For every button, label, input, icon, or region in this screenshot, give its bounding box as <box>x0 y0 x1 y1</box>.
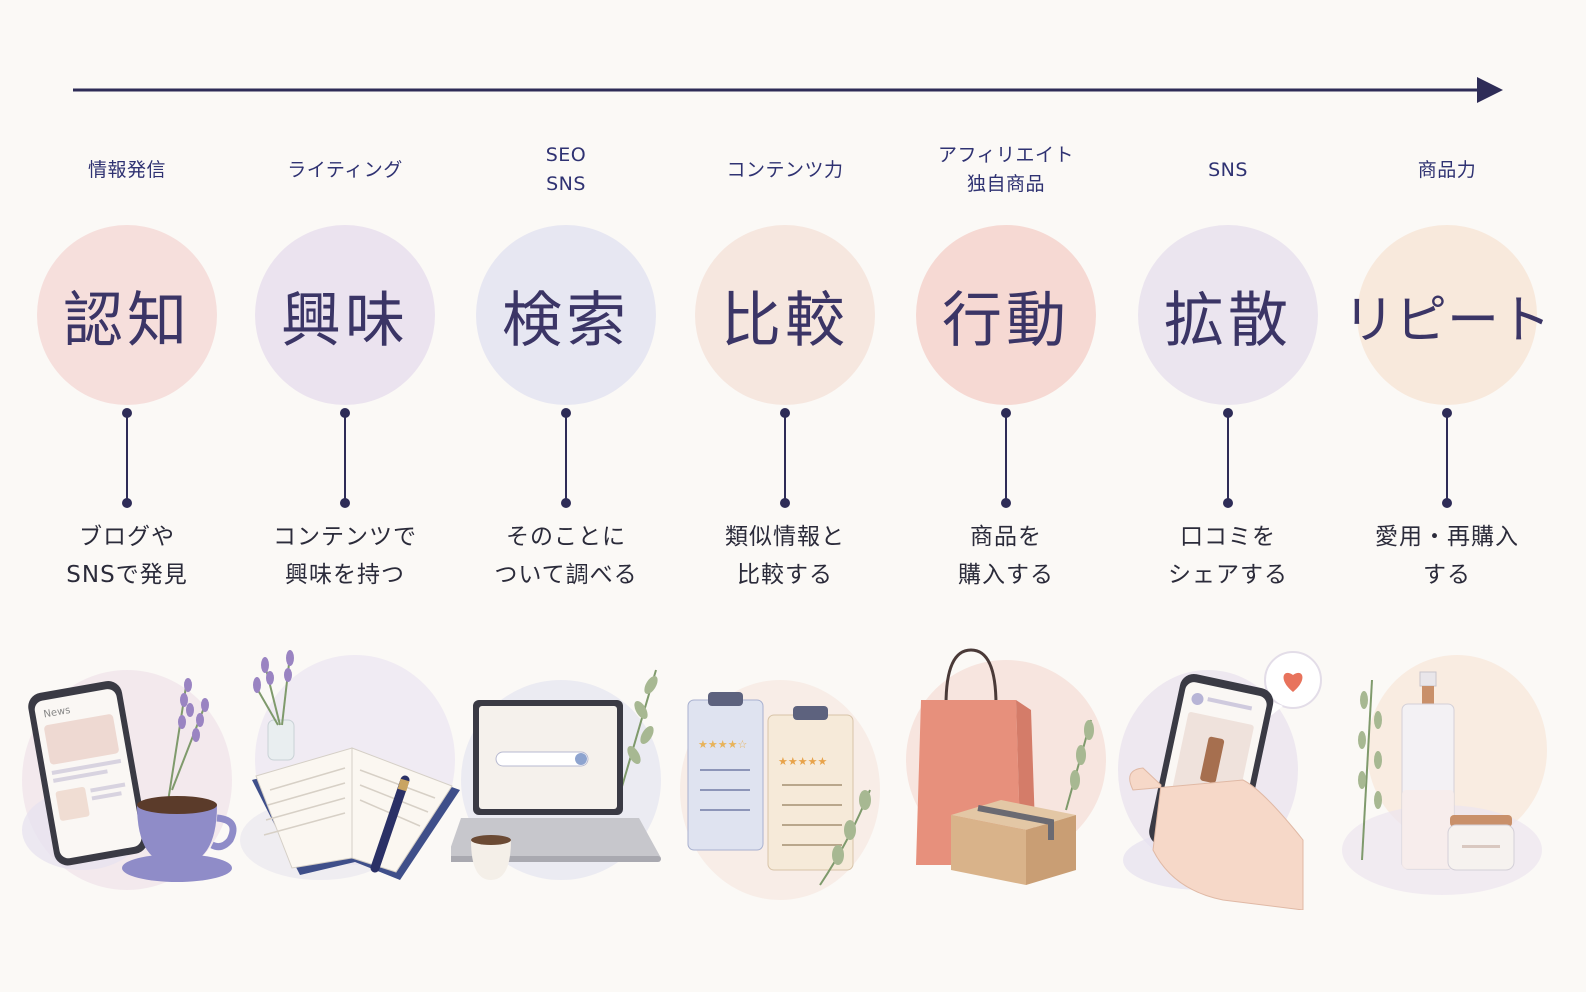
stage-connector <box>779 408 791 508</box>
funnel-stage: ライティング興味コンテンツで興味を持つ <box>240 0 460 992</box>
stage-connector <box>1441 408 1453 508</box>
stage-label: リピート <box>1343 290 1552 351</box>
funnel-stage: 情報発信認知ブログや SNSで発見 News <box>22 0 237 992</box>
stage-skill: ライティング <box>240 140 450 200</box>
stage-skill-line: 情報発信 <box>87 158 166 181</box>
stage-description-line: コンテンツで <box>273 524 417 550</box>
stage-description-line: 比較する <box>737 562 833 588</box>
stage-connector <box>1000 408 1012 508</box>
stage-description: 類似情報と比較する <box>680 518 890 594</box>
stage-description: そのことについて調べる <box>461 518 671 594</box>
stage-skill: SEO SNS <box>461 140 671 200</box>
svg-text:★★★★★: ★★★★★ <box>778 755 827 768</box>
heart-share-icon: ♥ <box>1113 640 1343 911</box>
stage-description-line: SNSで発見 <box>66 562 188 588</box>
stage-skill-line: アフィリエイト <box>937 144 1075 166</box>
stage-skill-line: 商品力 <box>1417 158 1477 181</box>
stage-label: 興味 <box>281 285 409 356</box>
stage-skill: 商品力 <box>1342 140 1552 200</box>
stage-description-line: する <box>1423 562 1471 588</box>
stage-skill: アフィリエイト独自商品 <box>901 140 1111 200</box>
stage-circle: 行動 <box>916 225 1096 405</box>
funnel-stage: 商品力リピート愛用・再購入する <box>1342 0 1552 992</box>
stage-connector <box>1222 408 1234 508</box>
clipboard-icon: ★★★★☆ ★★★★★ <box>670 640 900 910</box>
svg-text:★★★★☆: ★★★★☆ <box>698 738 747 751</box>
cosmetics-icon <box>1332 640 1562 910</box>
svg-text:News: News <box>43 705 72 721</box>
stage-description-line: ブログや <box>79 524 175 550</box>
stage-label: 拡散 <box>1164 285 1292 356</box>
stage-description-line: 購入する <box>958 562 1054 588</box>
stage-skill-line: SEO <box>545 144 587 166</box>
stage-skill: 情報発信 <box>22 140 232 200</box>
funnel-stage: コンテンツ力比較類似情報と比較する ★★★★☆ ★★★★★ <box>680 0 890 992</box>
stage-skill-line: ライティング <box>287 158 403 181</box>
stage-circle: 比較 <box>695 225 875 405</box>
shopping-bag-icon <box>891 640 1121 910</box>
funnel-stage: アフィリエイト独自商品行動商品を購入する <box>901 0 1111 992</box>
stage-label: 行動 <box>942 285 1070 356</box>
stage-skill-line: SNS <box>1208 158 1248 181</box>
funnel-stage: SEO SNS 検索そのことについて調べる <box>447 0 671 992</box>
stage-circle: 興味 <box>255 225 435 405</box>
smartphone-icon: News <box>12 640 242 910</box>
stage-description-line: そのことに <box>506 524 626 550</box>
laptop-search-icon <box>447 640 681 910</box>
stage-label: 比較 <box>721 285 849 356</box>
stage-label: 認知 <box>63 285 191 356</box>
stage-description: ブログや SNSで発見 <box>22 518 232 594</box>
stage-description-line: 商品を <box>970 524 1042 550</box>
stage-description-line: 類似情報と <box>725 524 845 550</box>
stage-description: 商品を購入する <box>901 518 1111 594</box>
stage-skill-line: コンテンツ力 <box>726 158 844 181</box>
stage-skill-line: 独自商品 <box>966 173 1045 195</box>
stage-description-line: 興味を持つ <box>285 562 405 588</box>
stage-connector <box>121 408 133 508</box>
timeline-arrow <box>73 77 1503 103</box>
stage-description: コンテンツで興味を持つ <box>240 518 450 594</box>
stage-circle: 拡散 <box>1138 225 1318 405</box>
stage-description-line: シェアする <box>1168 562 1288 588</box>
stage-description: 愛用・再購入する <box>1342 518 1552 594</box>
stage-circle: リピート <box>1343 225 1551 405</box>
stage-skill-line: SNS <box>546 173 586 195</box>
stage-circle: 認知 <box>37 225 217 405</box>
stage-connector <box>339 408 351 508</box>
stage-label: 検索 <box>502 285 630 356</box>
stage-description-line: 愛用・再購入 <box>1375 524 1519 550</box>
stage-skill: コンテンツ力 <box>680 140 890 200</box>
stage-skill: SNS <box>1123 140 1333 200</box>
stage-description-line: ついて調べる <box>494 562 638 588</box>
notebook-icon <box>230 640 460 910</box>
stage-connector <box>560 408 572 508</box>
stage-circle: 検索 <box>476 225 656 405</box>
stage-description-line: 口コミを <box>1180 524 1276 550</box>
stage-description: 口コミをシェアする <box>1123 518 1333 594</box>
